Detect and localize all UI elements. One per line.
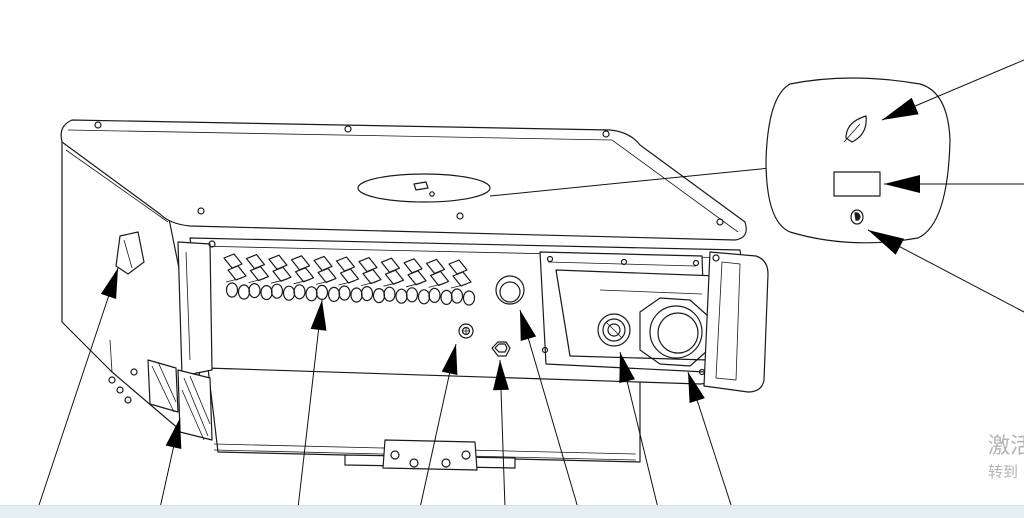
callout-side-handle [37, 267, 119, 509]
watermark-line-2: 转到 [988, 463, 1019, 481]
dc-connector [448, 259, 476, 306]
arrowhead [688, 372, 705, 404]
arrowhead [100, 268, 118, 299]
arrowhead [493, 360, 510, 391]
vent-valve [491, 341, 511, 357]
dc-connector-array [223, 253, 476, 306]
leaf-icon [845, 115, 867, 143]
callout-leaders [37, 267, 733, 509]
inset-callout-leaders [867, 59, 1024, 313]
inset-callout-led-indicator-leaf [881, 59, 1024, 121]
bottom-strip [0, 505, 1024, 518]
lcd-icon [833, 171, 881, 197]
callout-cooling-fan [159, 417, 182, 509]
callout-vent-valve [493, 359, 510, 509]
callout-dc-connector-array [297, 299, 327, 509]
watermark-line-1: 激活 [988, 434, 1024, 459]
dc-connector [245, 254, 273, 301]
callout-ac-output-gland [687, 371, 733, 509]
arrowhead [868, 230, 905, 255]
left-handle-bracket [115, 231, 216, 377]
housing-top-lid [60, 119, 747, 241]
arrowhead [441, 344, 458, 376]
round-port [495, 275, 525, 305]
callout-communication-gland [619, 351, 659, 509]
ac-terminal-cover [539, 251, 719, 376]
communication-gland [597, 313, 631, 347]
heatsink-body [207, 367, 641, 471]
dc-connector [425, 258, 453, 305]
callout-round-port [519, 309, 579, 509]
dc-connector [380, 257, 408, 304]
arrowhead [619, 352, 635, 384]
display-inset [489, 77, 951, 244]
arrowhead [165, 418, 182, 450]
dc-connector [313, 255, 341, 302]
callout-ground-screw [419, 343, 458, 509]
arrowhead [310, 300, 327, 331]
arrowhead [884, 175, 920, 193]
inset-callout-button-key [867, 229, 1024, 313]
right-handle-bracket [703, 251, 769, 393]
ground-screw [458, 323, 474, 339]
arrowhead [520, 310, 537, 342]
activation-watermark: 激活 转到 [988, 432, 1024, 482]
arrowhead [882, 97, 919, 120]
button-icon [850, 209, 864, 225]
cooling-fans [147, 359, 213, 441]
dc-connector [335, 256, 363, 303]
inset-callout-lcd-display [884, 175, 1024, 193]
